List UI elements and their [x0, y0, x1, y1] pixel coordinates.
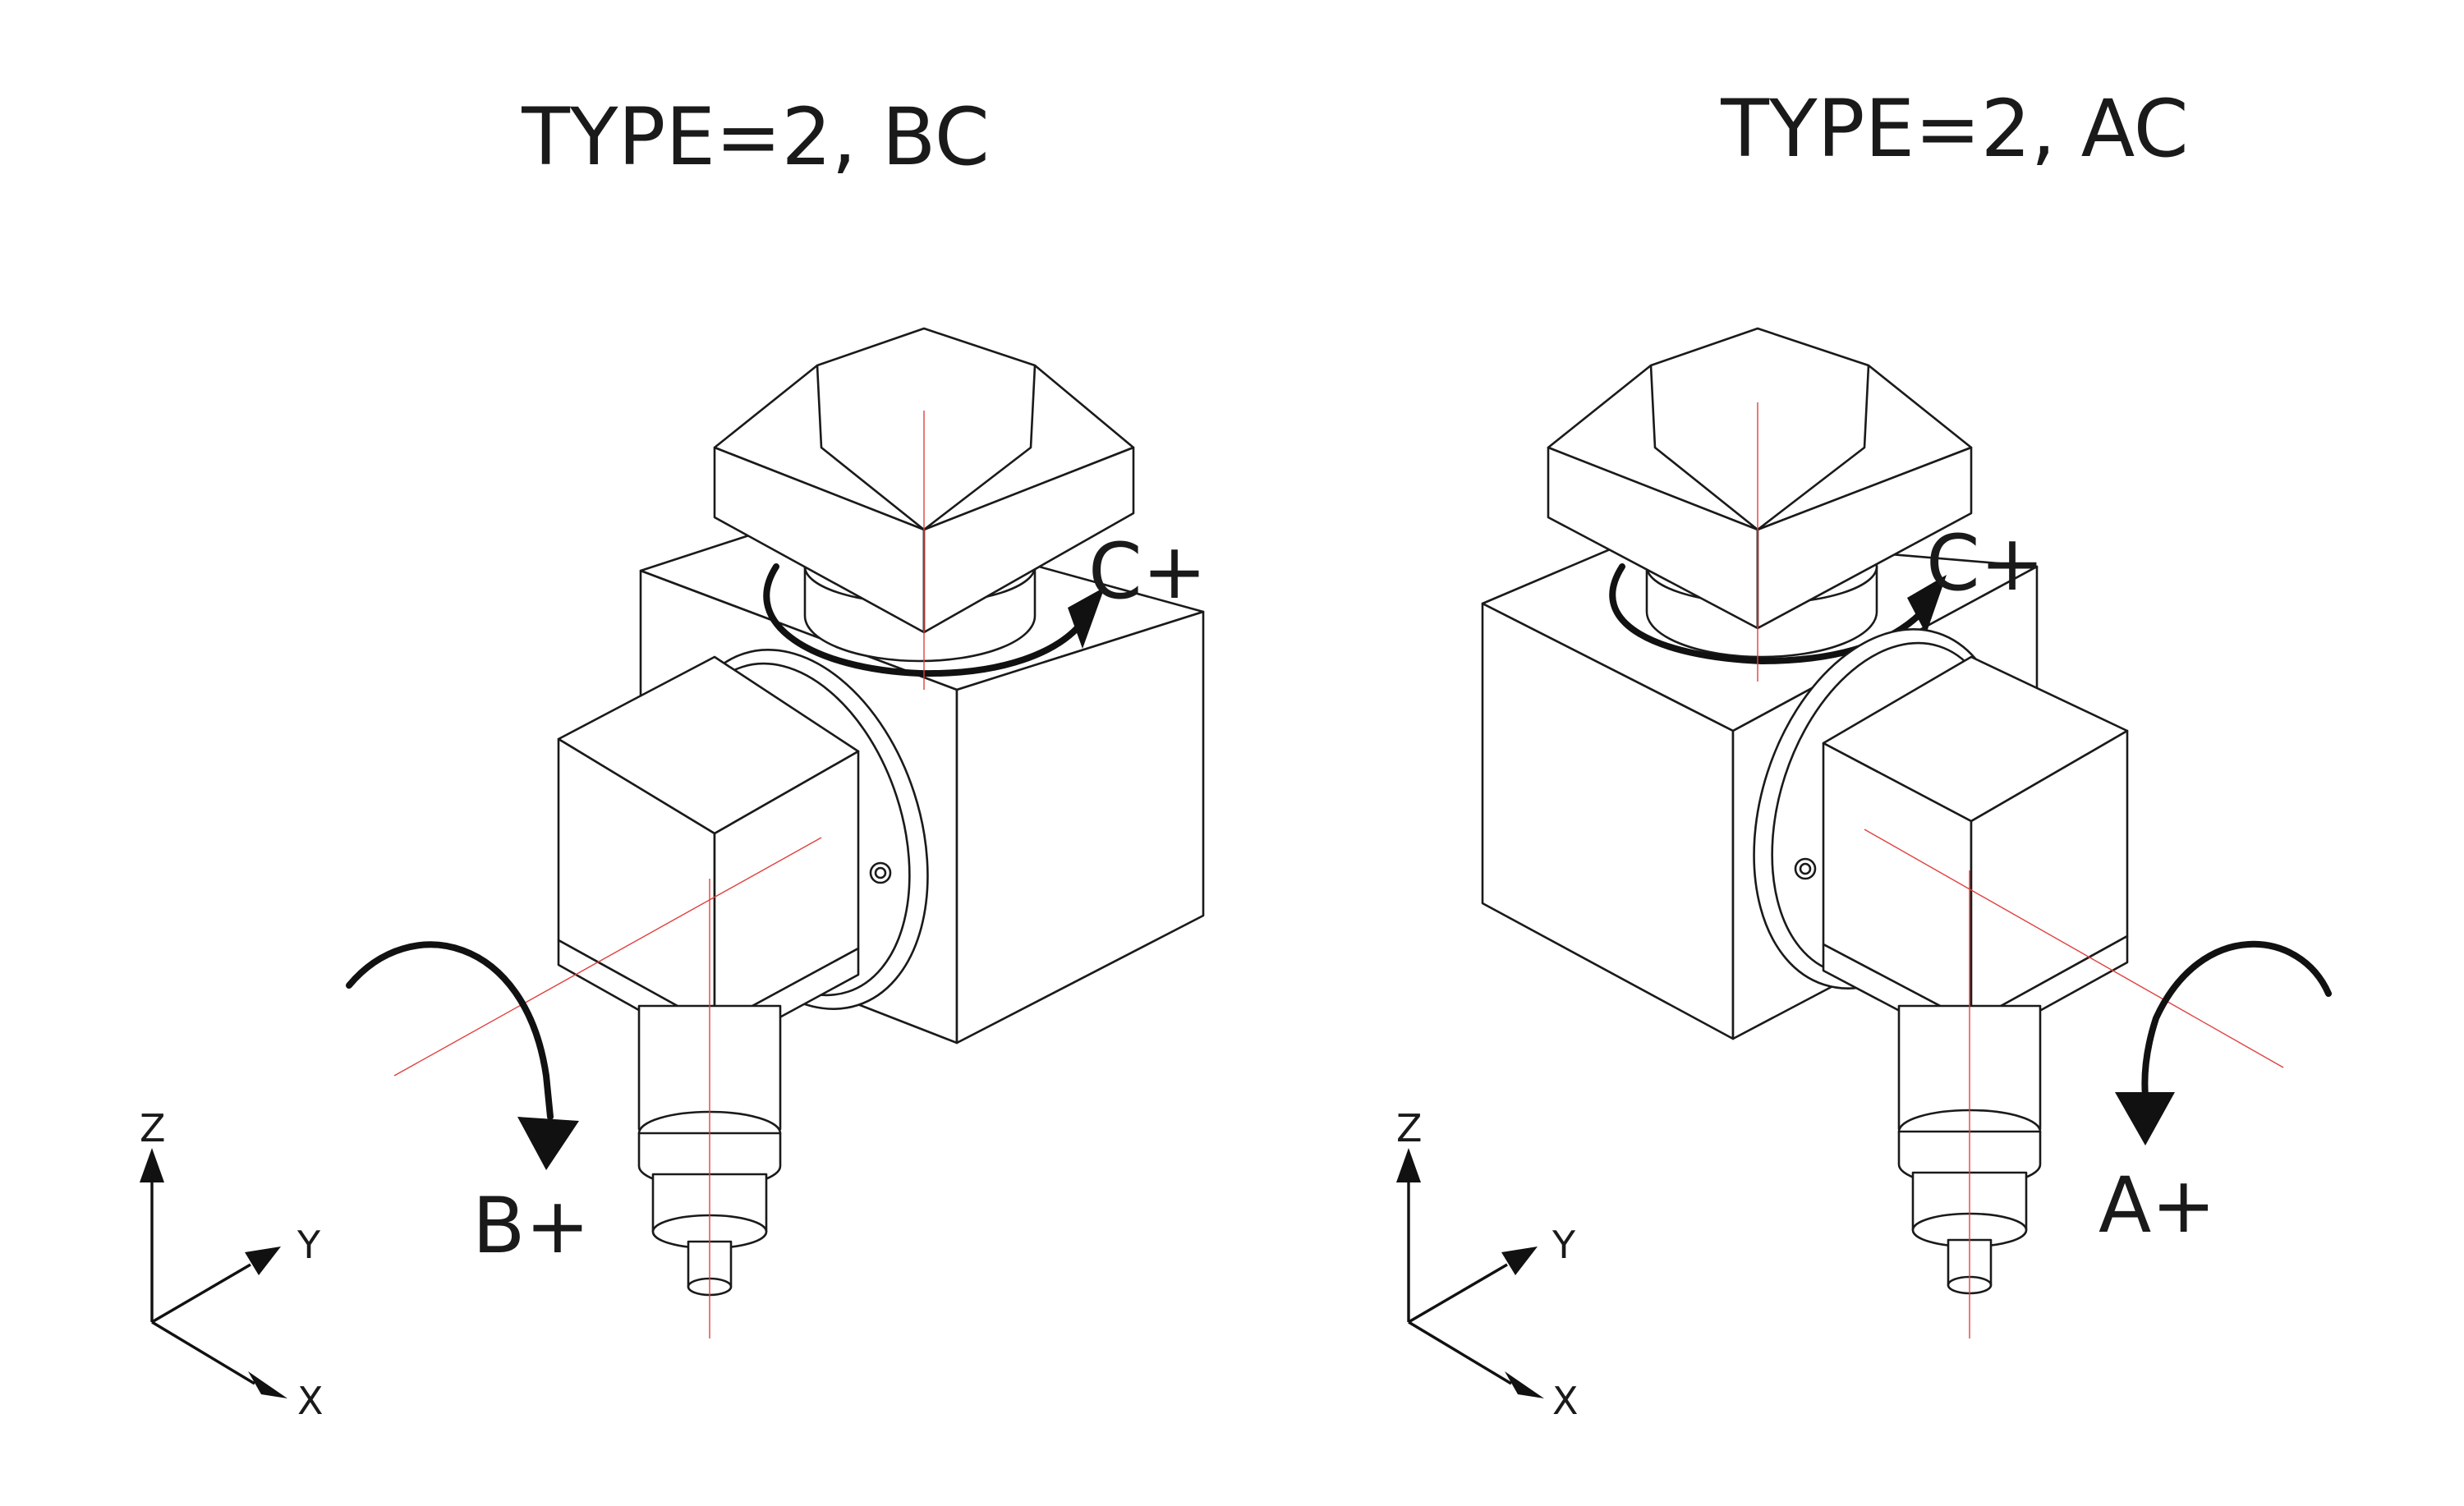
ac-rotary-table: [1547, 327, 1973, 630]
bc-z-arrowhead: [140, 1148, 164, 1182]
ac-table-facet-2: [1757, 365, 1870, 531]
ac-z-label: Z: [1396, 1106, 1423, 1150]
bc-x-label: X: [297, 1379, 324, 1423]
diagram-ac-title: TYPE=2, AC: [1720, 83, 2188, 175]
diagram-bc: TYPE=2, BC C+: [140, 91, 1207, 1423]
ac-a-arc: [2141, 940, 2332, 1100]
ac-x-arrowhead: [1505, 1371, 1544, 1398]
ac-a-arrowhead: [2115, 1092, 2175, 1146]
bc-c-label: C+: [1088, 527, 1207, 617]
ac-a-label: A+: [2099, 1161, 2216, 1251]
bc-table-facet-2: [923, 365, 1037, 531]
diagram-ac: TYPE=2, AC C+: [1396, 83, 2332, 1423]
bc-b-centerline: [393, 837, 822, 1077]
bc-disc-bolt: [869, 861, 892, 884]
diagram-bc-title: TYPE=2, BC: [521, 91, 990, 183]
bc-housing-side: [955, 610, 1205, 1045]
bc-b-arc: [346, 941, 554, 1120]
bc-x-arrowhead: [248, 1371, 287, 1398]
bc-b-arrowhead: [517, 1117, 579, 1170]
bc-table-facet: [816, 365, 925, 531]
bc-c-arc: [763, 563, 1087, 677]
ac-c-arrowhead: [1907, 575, 1947, 634]
bc-axis-triad: Z Y X: [140, 1106, 324, 1423]
bc-disc-bolt-inner: [874, 866, 887, 879]
bc-c-rotation-arrow: C+: [763, 527, 1207, 677]
bc-x-axis: [151, 1320, 255, 1385]
ac-x-axis: [1408, 1320, 1512, 1385]
bc-z-label: Z: [140, 1106, 166, 1150]
ac-x-label: X: [1552, 1379, 1579, 1423]
ac-z-arrowhead: [1396, 1148, 1421, 1182]
ac-spindle-head: [1822, 655, 2129, 1050]
ac-table-facet: [1649, 365, 1758, 531]
ac-y-label: Y: [1551, 1223, 1576, 1267]
ac-c-label: C+: [1926, 519, 2044, 608]
ac-axis-triad: Z Y X: [1396, 1106, 1579, 1423]
ac-a-centerline: [1864, 829, 2284, 1068]
bc-b-rotation-arrow: B+: [346, 941, 590, 1271]
bc-c-arrowhead: [1068, 587, 1105, 649]
ac-disc-bolt: [1794, 857, 1817, 880]
ac-y-axis: [1408, 1263, 1508, 1324]
bc-y-axis: [151, 1263, 251, 1324]
ac-y-arrowhead: [1501, 1247, 1538, 1275]
ac-a-rotation-arrow: A+: [2099, 940, 2332, 1251]
bc-y-arrowhead: [245, 1247, 281, 1275]
bc-b-label: B+: [472, 1182, 590, 1271]
ac-disc-bolt-inner: [1799, 862, 1812, 875]
bc-y-label: Y: [297, 1223, 321, 1267]
